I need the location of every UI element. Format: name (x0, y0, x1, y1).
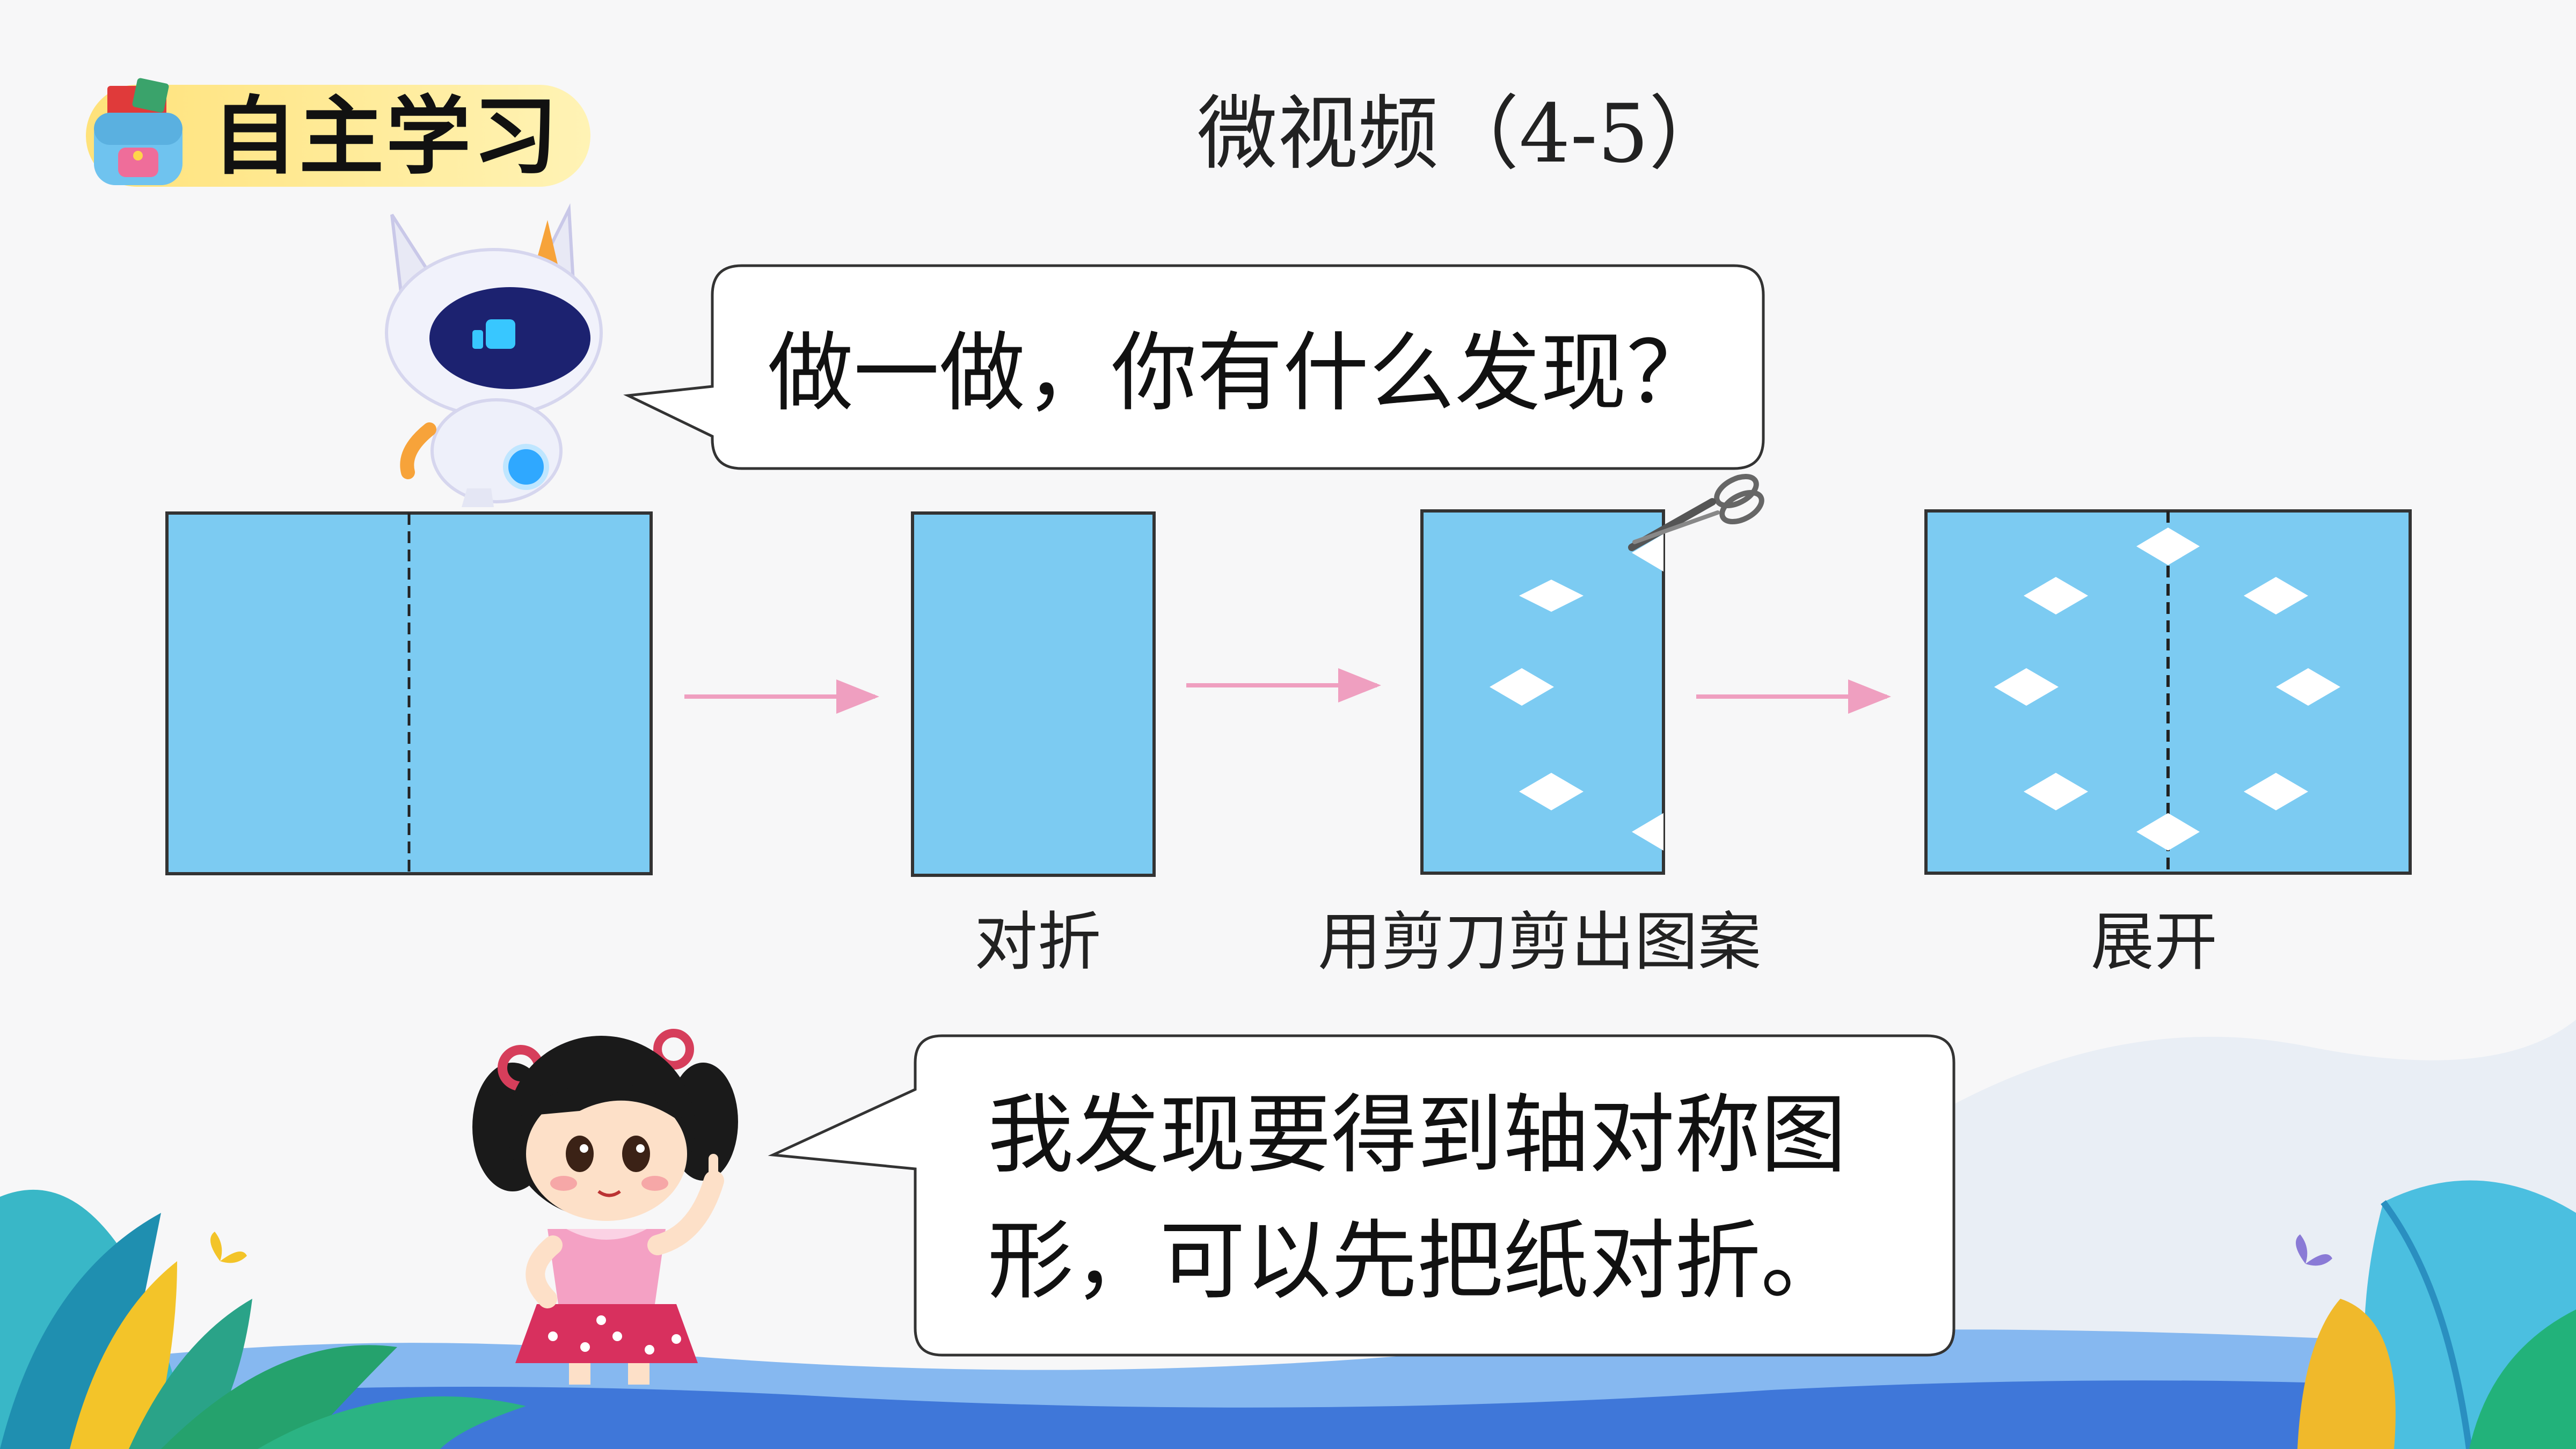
answer-line-2: 形，可以先把纸对折。 (988, 1211, 1847, 1311)
leaf-decoration (0, 1189, 526, 1449)
leaf-decoration-right (2297, 1180, 2576, 1449)
question-bubble (623, 264, 1765, 470)
robot-mascot (385, 203, 603, 507)
butterfly-icon (210, 1232, 247, 1263)
paper-folded (911, 511, 1156, 877)
butterfly-icon (2296, 1234, 2332, 1266)
step-label-fold: 对折 (974, 905, 1101, 979)
paper-cut (1420, 509, 1665, 875)
paper-steps (165, 473, 2412, 877)
answer-bubble (768, 1034, 1955, 1357)
bg-wave-dark (0, 1380, 2576, 1449)
paper-unfolded (1924, 509, 2412, 875)
step-label-cut: 用剪刀剪出图案 (1318, 905, 1762, 979)
answer-line-1: 我发现要得到轴对称图 (988, 1085, 1847, 1185)
section-label: 自主学习 (212, 87, 560, 186)
girl-character (472, 1029, 738, 1385)
page-title: 微视频（4-5） (1197, 87, 1730, 181)
backpack-icon (94, 78, 183, 185)
paper-full-sheet (165, 511, 653, 875)
question-text: 做一做，你有什么发现？ (768, 323, 1713, 423)
scissors-icon (1628, 473, 1764, 551)
step-label-unfold: 展开 (2091, 905, 2218, 979)
